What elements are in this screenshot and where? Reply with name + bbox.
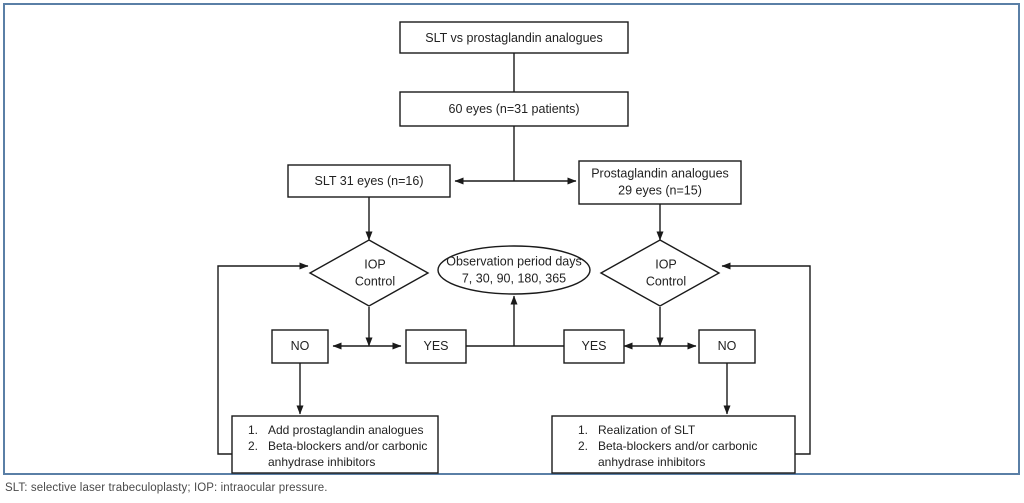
node-yes-left[interactable]: YES [405,329,467,364]
node-arm-slt-shape [287,164,451,198]
node-population-label: 60 eyes (n=31 patients) [449,102,580,116]
edge-group [217,53,811,455]
node-action-left-num-2: 2. [248,439,258,453]
node-no-right-label: NO [718,339,737,353]
edge-feedback-loop-right [721,262,811,455]
node-iop-control-left-line2: Control [355,274,395,288]
figure-caption: SLT: selective laser trabeculoplasty; IO… [5,482,328,494]
node-observation-period-shape [437,245,591,295]
node-arm-slt[interactable]: SLT 31 eyes (n=16) [287,164,451,198]
node-action-left-item-1: Add prostaglandin analogues [268,423,423,437]
node-root-label: SLT vs prostaglandin analogues [425,31,602,45]
node-action-right-item-2: Beta-blockers and/or carbonic [598,439,757,453]
flowchart-canvas: SLT vs prostaglandin analogues 60 eyes (… [217,21,811,474]
node-iop-control-left-shape [308,239,430,307]
node-yes-right-label: YES [581,339,606,353]
node-iop-control-right-shape [599,239,721,307]
node-action-right-item-2-cont: anhydrase inhibitors [598,455,705,469]
node-observation-period[interactable]: Observation period days 7, 30, 90, 180, … [437,245,591,295]
node-arm-pga[interactable]: Prostaglandin analogues 29 eyes (n=15) [578,160,742,205]
node-no-left[interactable]: NO [271,329,329,364]
node-no-left-shape [271,329,329,364]
node-action-left[interactable]: 1. Add prostaglandin analogues 2. Beta-b… [231,415,439,474]
node-action-right[interactable]: 1. Realization of SLT 2. Beta-blockers a… [551,415,796,474]
node-iop-control-left[interactable]: IOP Control [308,239,430,307]
node-yes-right-shape [563,329,625,364]
node-arm-pga-label-line1: Prostaglandin analogues [591,166,729,180]
figure-border-frame [3,3,1020,475]
node-action-left-num-1: 1. [248,423,258,437]
node-population[interactable]: 60 eyes (n=31 patients) [399,91,629,127]
node-population-shape [399,91,629,127]
node-action-right-num-1: 1. [578,423,588,437]
node-observation-period-line2: 7, 30, 90, 180, 365 [462,271,566,285]
node-action-right-num-2: 2. [578,439,588,453]
node-yes-right[interactable]: YES [563,329,625,364]
node-iop-control-right-line1: IOP [655,257,677,271]
node-no-right-shape [698,329,756,364]
node-iop-control-right-line2: Control [646,274,686,288]
node-action-left-item-2: Beta-blockers and/or carbonic [268,439,427,453]
node-action-right-shape [551,415,796,474]
node-action-left-shape [231,415,439,474]
node-action-right-item-1: Realization of SLT [598,423,696,437]
node-no-left-label: NO [291,339,310,353]
node-iop-control-right[interactable]: IOP Control [599,239,721,307]
node-iop-control-left-line1: IOP [364,257,386,271]
node-no-right[interactable]: NO [698,329,756,364]
node-arm-pga-shape [578,160,742,205]
edge-feedback-loop-left [217,262,309,455]
node-arm-pga-label-line2: 29 eyes (n=15) [618,183,702,197]
node-arm-slt-label: SLT 31 eyes (n=16) [315,174,424,188]
node-root[interactable]: SLT vs prostaglandin analogues [399,21,629,54]
node-yes-left-shape [405,329,467,364]
node-root-shape [399,21,629,54]
node-action-left-item-2-cont: anhydrase inhibitors [268,455,375,469]
node-yes-left-label: YES [423,339,448,353]
node-observation-period-line1: Observation period days [446,254,582,268]
